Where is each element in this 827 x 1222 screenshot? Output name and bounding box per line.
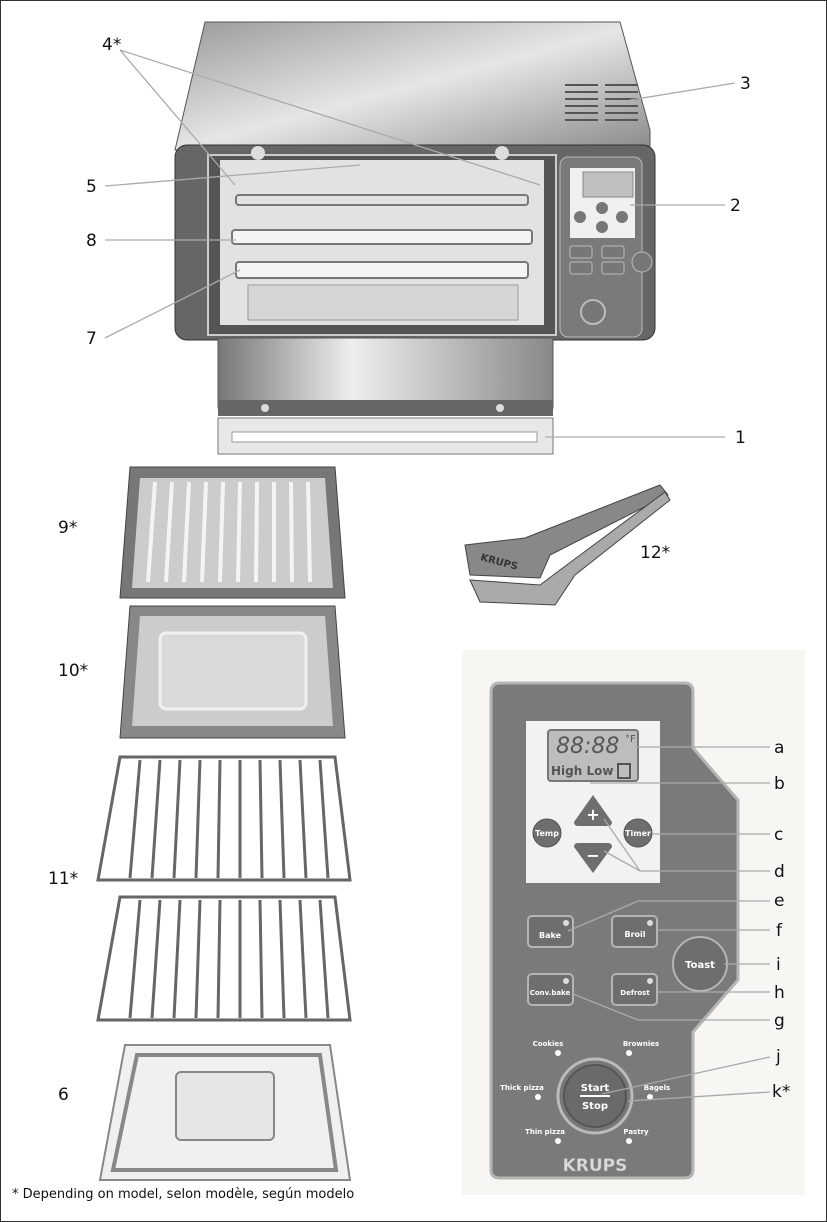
footnote: * Depending on model, selon modèle, segú… bbox=[12, 1187, 355, 1202]
callout-b: b bbox=[774, 774, 785, 794]
oven-top bbox=[174, 21, 651, 151]
defrost-button[interactable]: Defrost bbox=[611, 973, 658, 1006]
toast-button[interactable]: Toast bbox=[672, 936, 728, 992]
bake-label: Bake bbox=[539, 931, 562, 940]
callout-4: 4* bbox=[102, 35, 121, 55]
temp-button[interactable]: Temp bbox=[532, 818, 562, 848]
toast-level-icon bbox=[617, 763, 631, 779]
callout-d: d bbox=[774, 862, 785, 882]
crumb-tray-liner bbox=[98, 1044, 352, 1181]
toast-label: Toast bbox=[685, 960, 715, 971]
timer-label: Timer bbox=[625, 829, 651, 838]
stop-label: Stop bbox=[582, 1101, 608, 1112]
callout-5: 5 bbox=[86, 177, 97, 197]
broil-label: Broil bbox=[624, 930, 645, 939]
callout-j: j bbox=[775, 1047, 781, 1067]
toaster-oven bbox=[174, 21, 656, 455]
wire-racks bbox=[96, 755, 352, 1022]
preset-pastry: Pastry bbox=[623, 1128, 649, 1136]
plus-button[interactable]: + bbox=[574, 795, 612, 826]
preset-cookies: Cookies bbox=[533, 1040, 564, 1048]
callout-g: g bbox=[774, 1011, 785, 1031]
callout-10: 10* bbox=[58, 661, 88, 681]
callout-i: i bbox=[776, 955, 781, 975]
plus-label: + bbox=[586, 805, 599, 824]
preset-brownies: Brownies bbox=[623, 1040, 659, 1048]
timer-button[interactable]: Timer bbox=[623, 818, 653, 848]
callout-a: a bbox=[774, 738, 784, 758]
callout-7: 7 bbox=[86, 329, 97, 349]
defrost-label: Defrost bbox=[620, 989, 650, 997]
broil-button[interactable]: Broil bbox=[611, 915, 658, 948]
preset-thin-pizza: Thin pizza bbox=[525, 1128, 565, 1136]
oven-leaders bbox=[104, 49, 736, 438]
callout-f: f bbox=[776, 921, 783, 941]
callout-2: 2 bbox=[730, 196, 741, 216]
heating-element-bottom bbox=[235, 261, 529, 279]
callout-3: 3 bbox=[740, 74, 751, 94]
conv-bake-label: Conv.bake bbox=[530, 989, 571, 997]
oven-tongs: KRUPS bbox=[464, 484, 671, 606]
control-panel: 88:88 °F High Low Temp Timer + − Bake bbox=[489, 681, 740, 1180]
bake-button[interactable]: Bake bbox=[527, 915, 574, 948]
oven-door bbox=[217, 337, 554, 409]
conv-bake-button[interactable]: Conv.bake bbox=[527, 973, 574, 1006]
callout-c: c bbox=[774, 825, 783, 845]
callout-8: 8 bbox=[86, 231, 97, 251]
display-modes: High Low bbox=[551, 764, 613, 778]
broil-rack bbox=[119, 466, 346, 599]
heating-element-top bbox=[235, 194, 529, 206]
panel-leaders bbox=[567, 746, 771, 1102]
preset-bagels: Bagels bbox=[644, 1084, 670, 1092]
temp-label: Temp bbox=[535, 829, 559, 838]
display-digits: 88:88 bbox=[556, 734, 619, 759]
callout-e: e bbox=[774, 891, 784, 911]
start-stop-dial[interactable]: Start Stop bbox=[556, 1057, 634, 1135]
minus-button[interactable]: − bbox=[574, 843, 612, 873]
callout-h: h bbox=[774, 983, 785, 1003]
start-label: Start bbox=[581, 1083, 610, 1094]
baking-pan bbox=[119, 605, 346, 739]
callout-k: k* bbox=[772, 1082, 790, 1102]
lcd-display bbox=[547, 729, 639, 782]
callout-12: 12* bbox=[640, 543, 670, 563]
preset-thick-pizza: Thick pizza bbox=[500, 1084, 544, 1092]
krups-logo: KRUPS bbox=[563, 1156, 628, 1176]
preset-indicators: Cookies Brownies Thick pizza Bagels Thin… bbox=[500, 1040, 670, 1144]
minus-label: − bbox=[586, 846, 599, 865]
callout-1: 1 bbox=[735, 428, 746, 448]
display-unit: °F bbox=[625, 734, 636, 745]
oven-control-panel bbox=[559, 156, 653, 338]
callout-11: 11* bbox=[48, 869, 78, 889]
callout-6: 6 bbox=[58, 1085, 69, 1105]
rack-position bbox=[231, 229, 533, 245]
callout-9: 9* bbox=[58, 518, 77, 538]
